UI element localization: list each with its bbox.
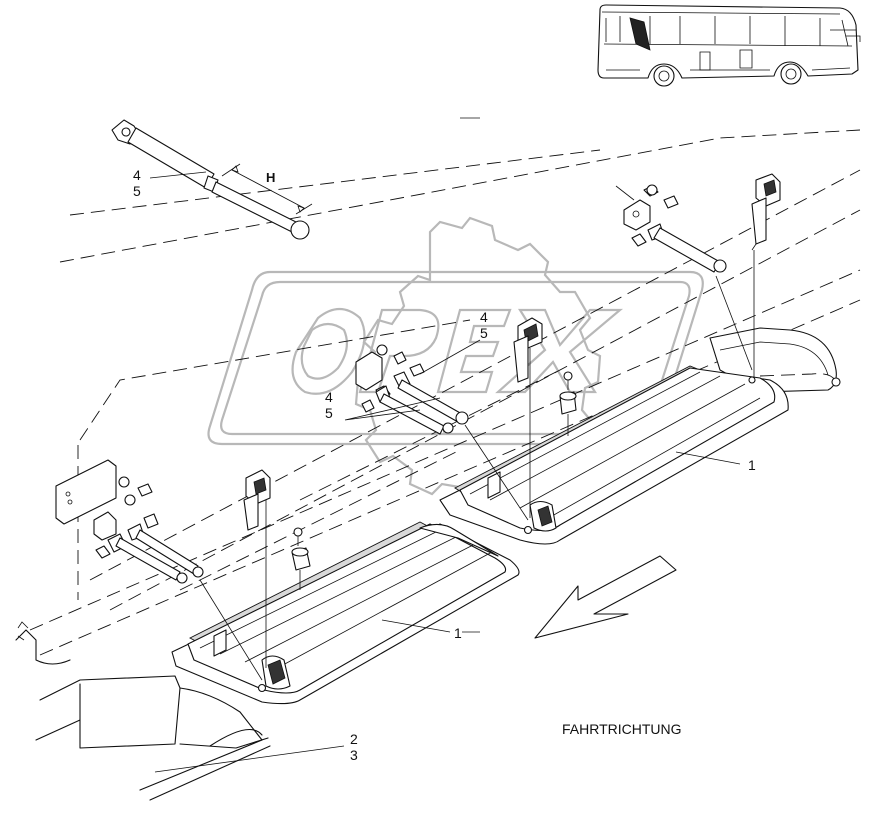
- rubber-buffer-icon: [291, 391, 577, 571]
- leader-lines: [154, 117, 741, 773]
- hinge-bracket-icon: [615, 173, 781, 273]
- label-direction: FAHRTRICHTUNG: [562, 721, 682, 737]
- label-center-lower-4: 4: [325, 389, 333, 405]
- bus-thumbnail-icon: [597, 4, 861, 87]
- label-floor-2: 2: [350, 731, 358, 747]
- floor-structure: [15, 621, 271, 801]
- label-tray-left: 1: [454, 625, 462, 641]
- gas-spring-icon: [111, 119, 313, 240]
- label-tray-right: 1: [748, 457, 756, 473]
- label-center-4: 4: [480, 309, 488, 325]
- center-hinge-assembly: [344, 317, 543, 435]
- label-gas-spring-5: 5: [133, 183, 141, 199]
- left-hinge-assembly: [55, 459, 271, 584]
- label-stroke-h: H: [266, 170, 275, 185]
- air-duct-tray-left: [171, 521, 520, 705]
- air-duct-tray-right: [439, 365, 789, 545]
- label-center-lower-5: 5: [325, 405, 333, 421]
- label-floor-3: 3: [350, 747, 358, 763]
- direction-arrow-icon: [534, 555, 677, 639]
- dashed-contour-lines: [29, 129, 861, 656]
- screw-icon: [293, 371, 573, 546]
- alignment-lines: [199, 250, 755, 681]
- label-center-5: 5: [480, 325, 488, 341]
- label-gas-spring-4: 4: [133, 167, 141, 183]
